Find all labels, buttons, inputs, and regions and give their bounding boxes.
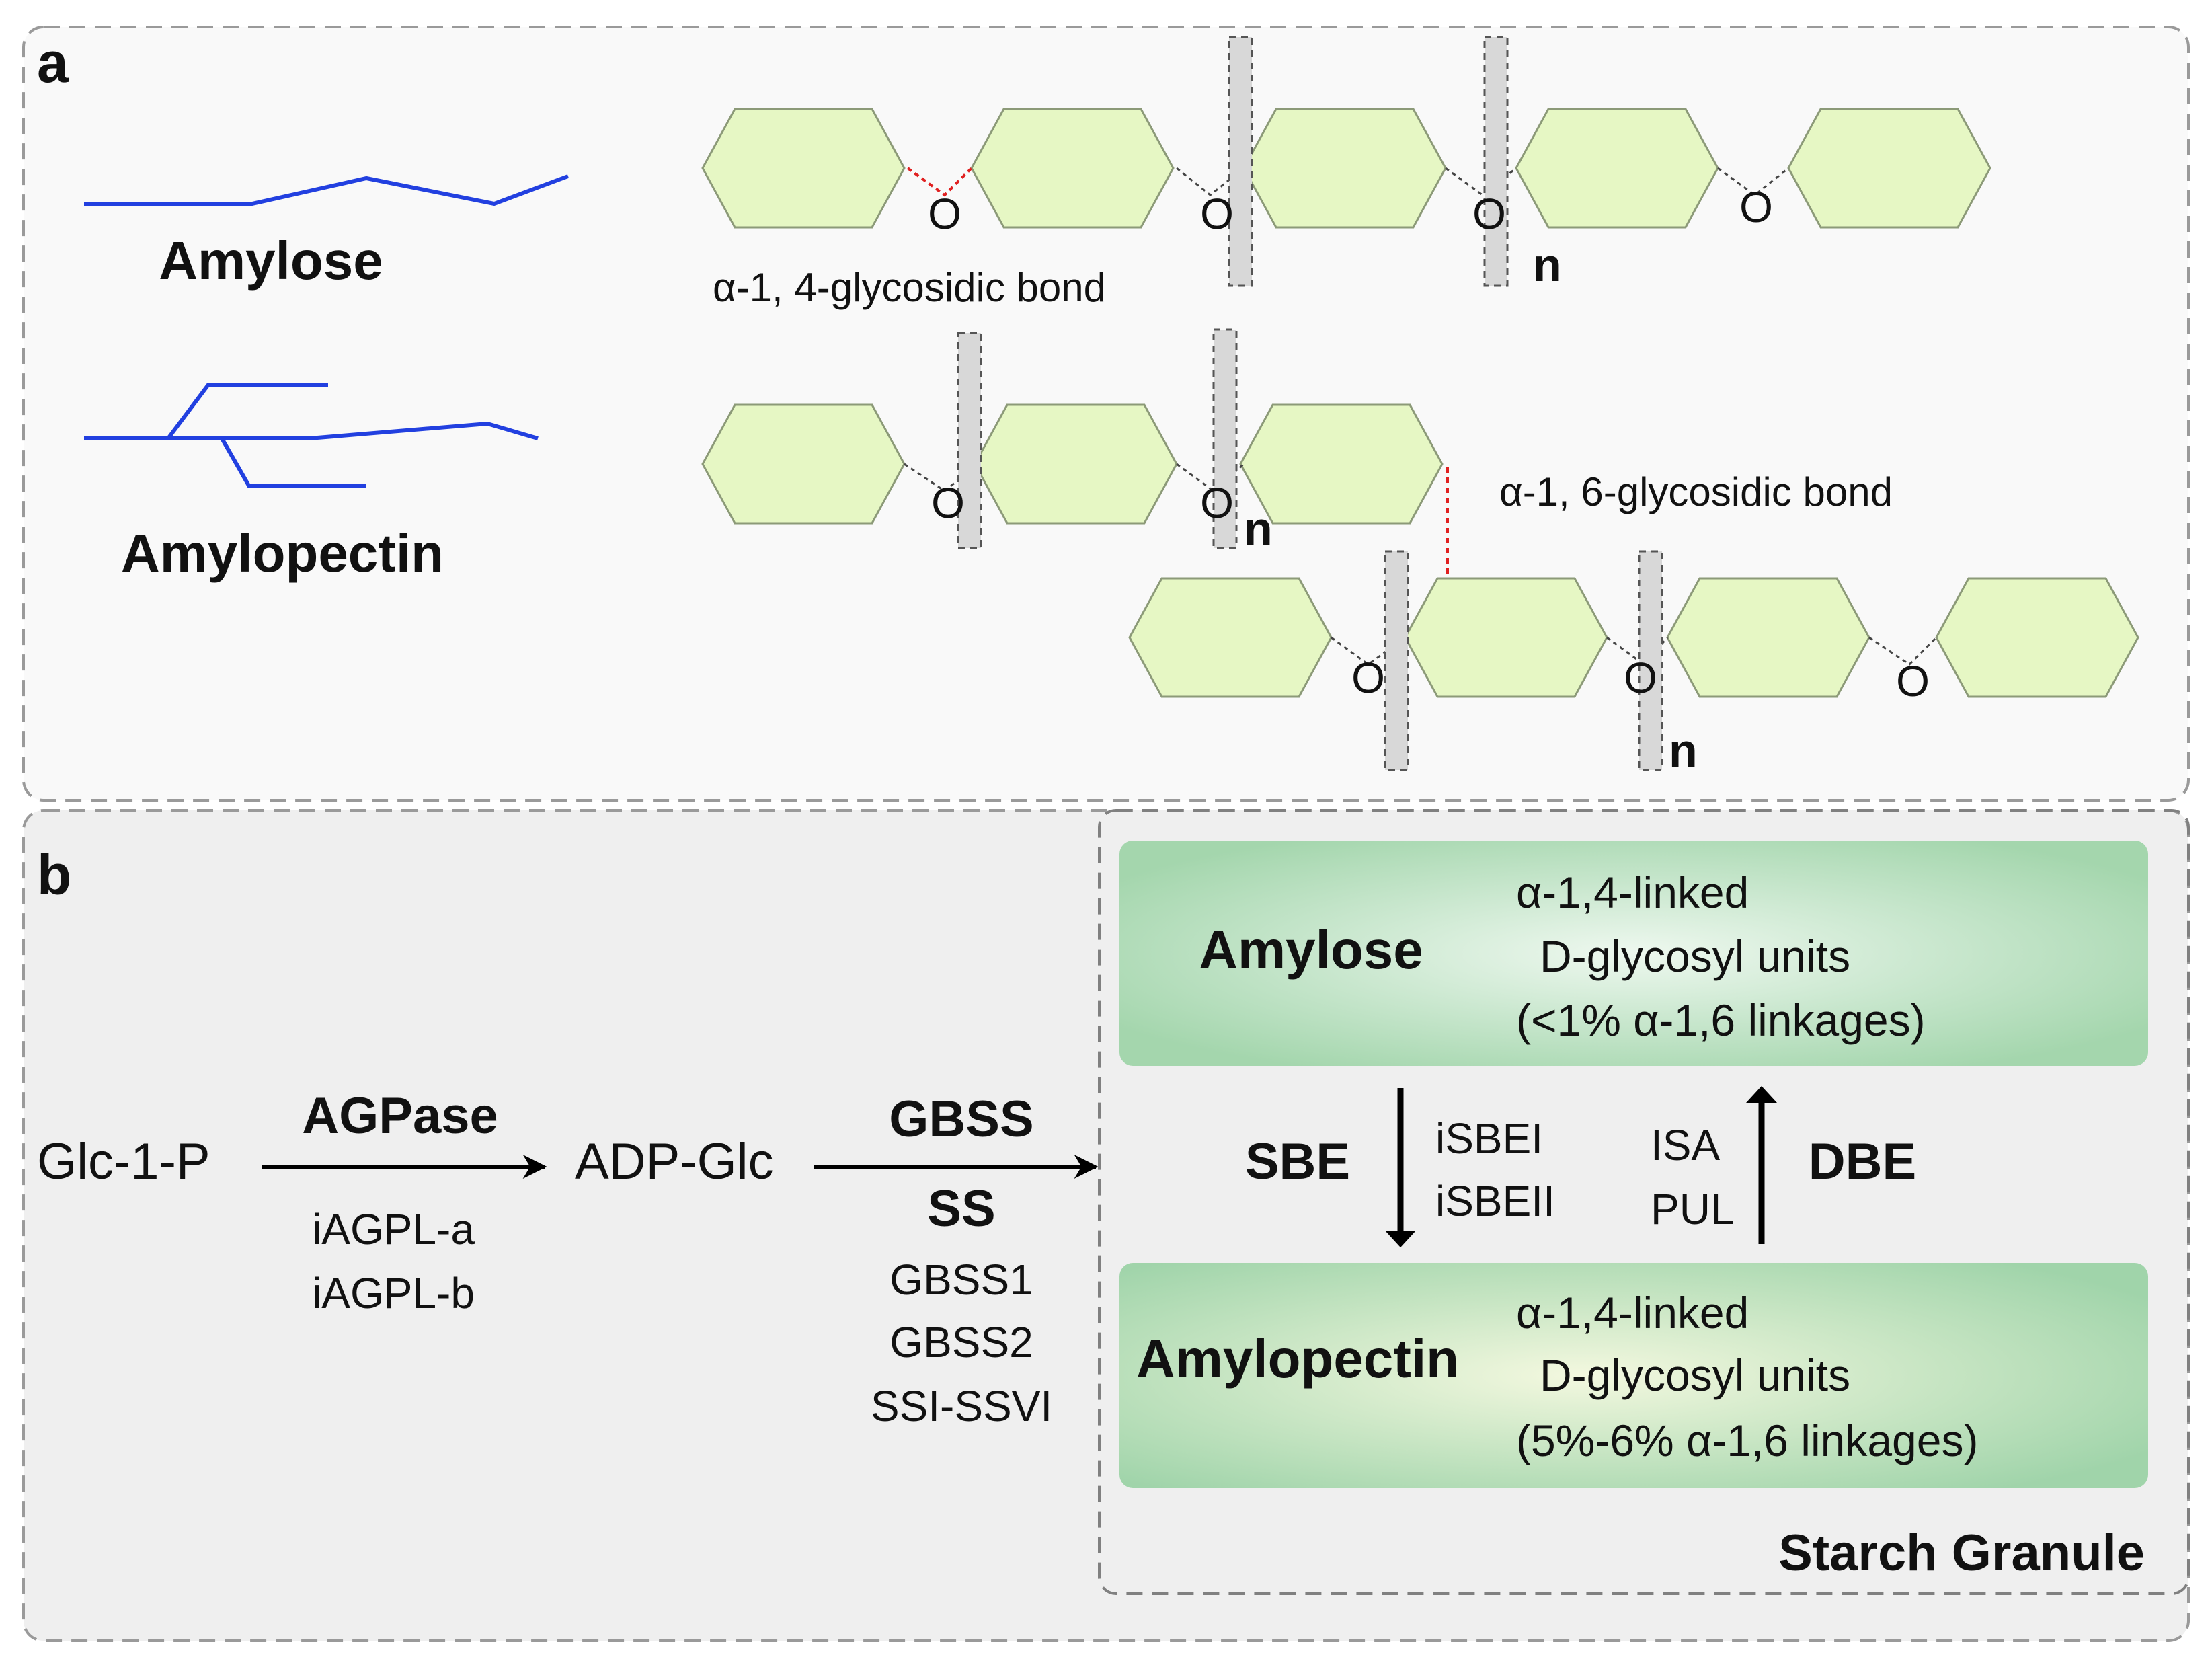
- starch-granule-label: Starch Granule: [1778, 1524, 2145, 1582]
- amylose-box: [1119, 841, 2148, 1066]
- amylose-hexagon-chain: O O O O n: [701, 36, 1991, 291]
- panel-a-label: a: [37, 31, 69, 94]
- repeat-bracket: [1212, 328, 1238, 549]
- glucose-ring: [1404, 577, 1608, 698]
- glucose-ring: [1666, 577, 1870, 698]
- glucose-ring: [1128, 577, 1333, 698]
- amylopectin-line2: D-glycosyl units: [1540, 1350, 1850, 1400]
- isbei-label: iSBEI: [1435, 1114, 1543, 1163]
- dbe-arrow-head: [1746, 1086, 1777, 1103]
- sbe-arrow-head: [1385, 1231, 1416, 1247]
- amylopectin-hexagon-chain-top: O O n: [701, 328, 1444, 555]
- oxygen-atom: O: [1739, 183, 1773, 231]
- glucose-ring: [1787, 108, 1991, 229]
- isa-label: ISA: [1651, 1121, 1720, 1169]
- glycosidic-bond: [1717, 167, 1789, 196]
- glycosidic-bond: [904, 463, 979, 492]
- amylose-label: Amylose: [159, 231, 383, 291]
- glucose-ring: [1935, 577, 2139, 698]
- glycosidic-bond: [1176, 167, 1245, 196]
- repeat-n: n: [1533, 239, 1562, 291]
- glucose-ring: [974, 403, 1178, 525]
- iagpl-b-label: iAGPL-b: [312, 1269, 475, 1317]
- panel-a: a Amylose Amylopectin O O: [22, 26, 2190, 802]
- glc1p-label: Glc-1-P: [37, 1133, 210, 1190]
- amylose-line3: (<1% α-1,6 linkages): [1516, 995, 1926, 1045]
- amylopectin-line3: (5%-6% α-1,6 linkages): [1516, 1416, 1978, 1465]
- gbss1-label: GBSS1: [890, 1255, 1033, 1304]
- repeat-bracket: [957, 332, 982, 549]
- amylopectin-branch-sketch: [84, 383, 539, 488]
- amylose-box-title: Amylose: [1199, 920, 1423, 980]
- repeat-bracket: [1384, 550, 1409, 771]
- gbss-label: GBSS: [889, 1091, 1033, 1148]
- sbe-label: SBE: [1245, 1133, 1350, 1190]
- adpglc-label: ADP-Glc: [575, 1133, 774, 1190]
- iagpl-a-label: iAGPL-a: [312, 1205, 475, 1253]
- ss-label: SS: [927, 1180, 995, 1237]
- gbss2-label: GBSS2: [890, 1318, 1033, 1366]
- alpha14-bond-highlight: [906, 167, 973, 197]
- oxygen-atom: O: [928, 190, 961, 238]
- amylopectin-box: [1119, 1263, 2148, 1488]
- oxygen-atom: O: [1200, 479, 1234, 527]
- starch-granule-frame: [1098, 809, 2190, 1595]
- glucose-ring: [1242, 108, 1447, 229]
- pul-label: PUL: [1651, 1185, 1735, 1233]
- amylopectin-hexagon-chain-bottom: O O O n: [1128, 550, 2139, 777]
- glucose-ring: [970, 108, 1175, 229]
- amylose-line1: α-1,4-linked: [1516, 867, 1749, 917]
- repeat-n: n: [1244, 502, 1273, 555]
- oxygen-atom: O: [1200, 190, 1234, 238]
- oxygen-atom: O: [1351, 654, 1385, 702]
- oxygen-atom: O: [1624, 654, 1657, 702]
- oxygen-atom: O: [1896, 657, 1930, 705]
- glucose-ring: [701, 403, 906, 525]
- repeat-bracket: [1638, 550, 1663, 771]
- amylopectin-label: Amylopectin: [121, 523, 444, 583]
- glucose-ring: [701, 108, 906, 229]
- repeat-n: n: [1669, 724, 1698, 777]
- amylose-line2: D-glycosyl units: [1540, 931, 1850, 981]
- alpha14-bond-label: α-1, 4-glycosidic bond: [713, 265, 1106, 310]
- amylopectin-line1: α-1,4-linked: [1516, 1288, 1749, 1338]
- repeat-bracket: [1228, 36, 1253, 287]
- panel-b: b Glc-1-P AGPase iAGPL-a iAGPL-b ADP-Glc…: [22, 809, 2190, 1642]
- glycosidic-bond: [1868, 636, 1938, 666]
- amylopectin-box-title: Amylopectin: [1136, 1329, 1459, 1389]
- isbeii-label: iSBEII: [1435, 1177, 1555, 1225]
- amylose-chain-sketch: [84, 174, 569, 206]
- glucose-ring: [1515, 108, 1719, 229]
- repeat-bracket: [1483, 36, 1509, 287]
- alpha16-bond-label: α-1, 6-glycosidic bond: [1499, 469, 1893, 514]
- dbe-label: DBE: [1809, 1133, 1916, 1190]
- oxygen-atom: O: [931, 479, 965, 527]
- panel-b-label: b: [37, 843, 71, 906]
- agpase-label: AGPase: [302, 1087, 498, 1145]
- ssi-ssvi-label: SSI-SSVI: [871, 1382, 1052, 1430]
- oxygen-atom: O: [1472, 190, 1506, 238]
